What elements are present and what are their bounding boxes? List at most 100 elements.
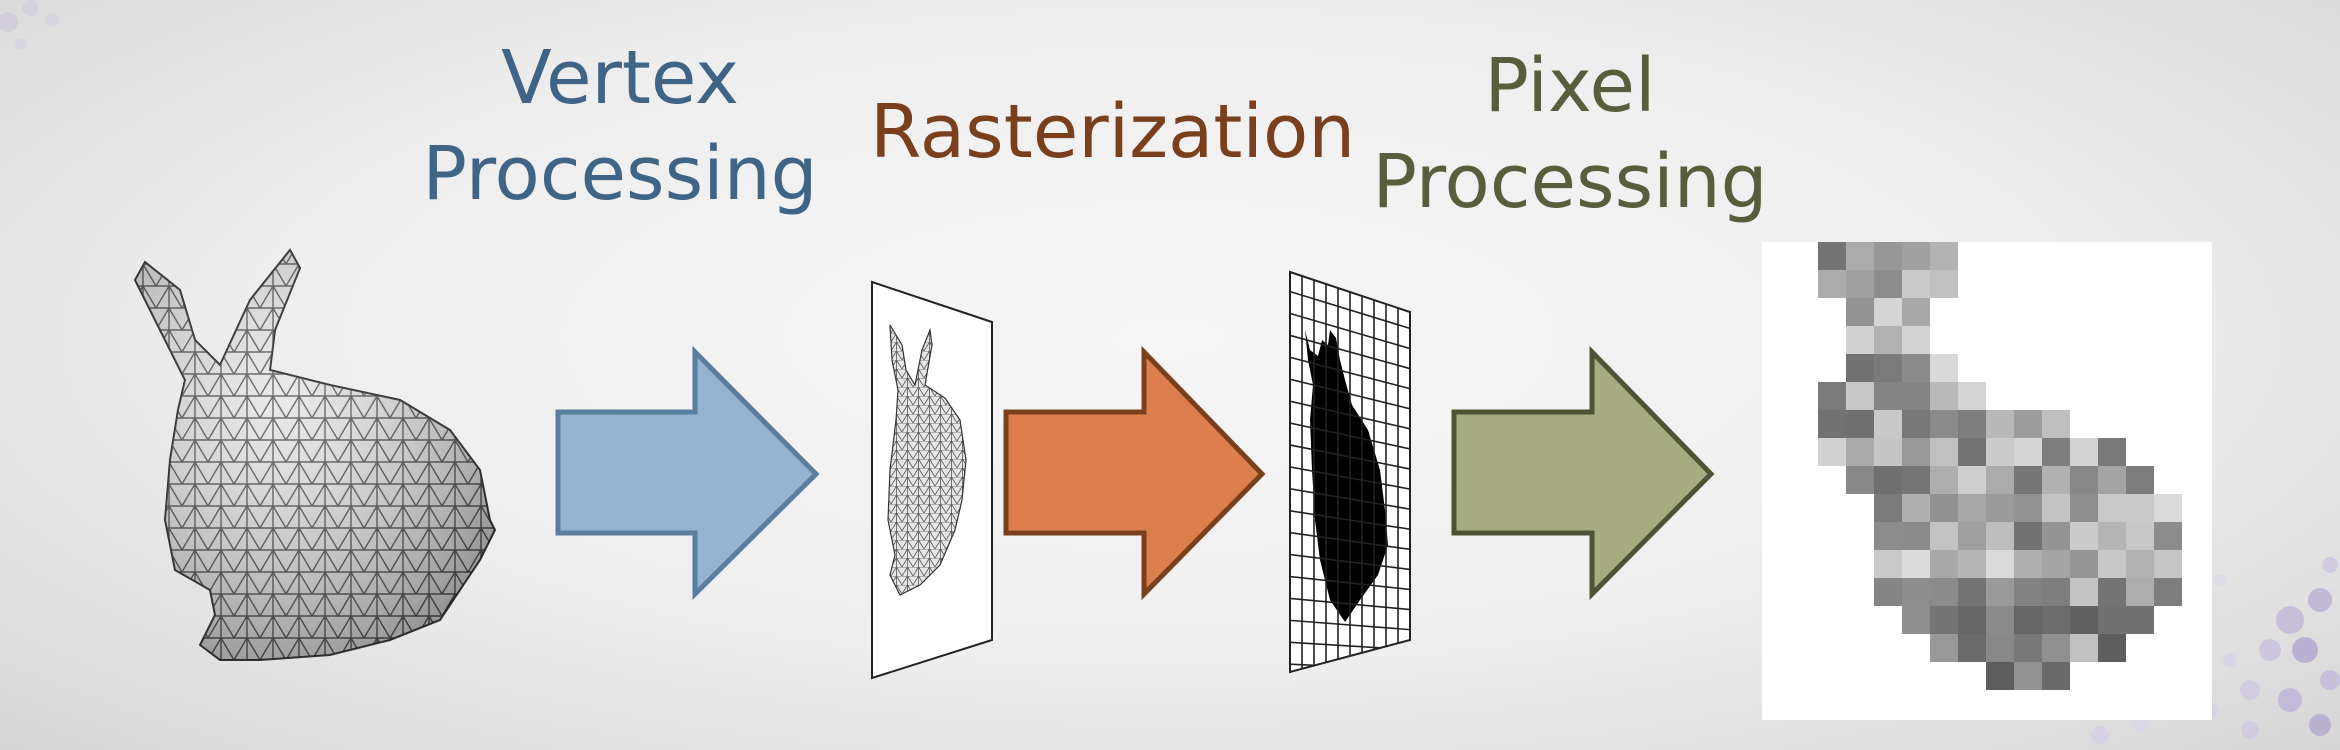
pixel-cell [1902,466,1930,494]
pixel-cell [1846,242,1874,270]
vertex-label-line1: Vertex [501,35,739,121]
pixel-cell [1874,298,1902,326]
pixelated-bunny-icon [1818,242,2182,690]
pixel-cell [1930,550,1958,578]
pixel-cell [1846,326,1874,354]
pixel-cell [1874,410,1902,438]
pixel-cell [1874,270,1902,298]
pixel-cell [1930,522,1958,550]
pixel-cell [2014,606,2042,634]
pixel-cell [2070,550,2098,578]
pixel-cell [1846,438,1874,466]
pixel-cell [1930,466,1958,494]
pixel-cell [1986,606,2014,634]
pixel-cell [2042,578,2070,606]
pixel-cell [2042,410,2070,438]
pixel-cell [1958,550,1986,578]
pixel-cell [2070,494,2098,522]
pixel-cell [1902,494,1930,522]
pixel-cell [1958,578,1986,606]
pixel-cell [2070,634,2098,662]
pixel-cell [1930,578,1958,606]
pixel-cell [1902,522,1930,550]
pixel-cell [2098,578,2126,606]
pixel-cell [2154,550,2182,578]
pixel-cell [1958,466,1986,494]
pixel-cell [1958,438,1986,466]
pixel-cell [2154,522,2182,550]
pixel-cell [2154,494,2182,522]
pixel-cell [1818,270,1846,298]
pixel-cell [1986,410,2014,438]
pixel-cell [1930,634,1958,662]
pixel-cell [2070,606,2098,634]
pixel-cell [2042,438,2070,466]
pixel-cell [2098,634,2126,662]
pixel-cell [1874,354,1902,382]
pixel-cell [2014,438,2042,466]
pixel-cell [1986,466,2014,494]
pixel-cell [2014,466,2042,494]
arrow-pixel-to-output [1451,345,1715,601]
pixel-cell [2126,606,2154,634]
pixel-cell [1846,298,1874,326]
pixel-cell [1874,550,1902,578]
pixel-cell [1874,438,1902,466]
pixel-cell [1930,382,1958,410]
pixel-cell [2098,606,2126,634]
pixel-cell [1986,522,2014,550]
pixel-cell [2098,438,2126,466]
pixel-cell [2014,550,2042,578]
pixel-cell [1986,634,2014,662]
stage-label-rasterization: Rasterization [870,84,1356,180]
pixel-cell [1958,522,1986,550]
pixel-cell [1902,354,1930,382]
pixel-cell [1818,438,1846,466]
vertex-label-line2: Processing [422,131,818,217]
pixel-cell [1874,494,1902,522]
pixel-cell [1958,410,1986,438]
pixel-cell [1902,438,1930,466]
pixel-cell [2014,662,2042,690]
bunny-wireframe-mesh-icon [133,248,497,661]
pixel-cell [2042,550,2070,578]
pixel-cell [2126,578,2154,606]
pixel-cell [2154,578,2182,606]
raster-label-line1: Rasterization [870,89,1356,175]
pixel-cell [1986,662,2014,690]
pixel-cell [1958,382,1986,410]
pixel-cell [1846,382,1874,410]
pixel-cell [1874,382,1902,410]
rasterized-grid-icon [1289,270,1411,674]
pixel-cell [2070,466,2098,494]
pixel-cell [2014,410,2042,438]
pixel-cell [2014,634,2042,662]
pixel-cell [1930,438,1958,466]
pixel-cell [1902,550,1930,578]
pixel-cell [1958,634,1986,662]
pixel-cell [1902,410,1930,438]
pixel-cell [2126,522,2154,550]
pixel-cell [1818,410,1846,438]
stage-label-vertex-processing: Vertex Processing [420,30,820,222]
pixel-cell [1818,382,1846,410]
pixel-cell [1930,410,1958,438]
pixel-cell [1930,270,1958,298]
pixel-label-line2: Processing [1372,139,1768,225]
pixel-cell [1846,270,1874,298]
pixel-cell [1846,354,1874,382]
pixel-cell [1902,606,1930,634]
pixel-label-line1: Pixel [1484,43,1656,129]
pixel-cell [2042,494,2070,522]
pixel-cell [2042,606,2070,634]
pixel-cell [2042,466,2070,494]
pixel-cell [2042,662,2070,690]
pixel-cell [2014,494,2042,522]
pixel-cell [1930,354,1958,382]
pixel-cell [1986,578,2014,606]
pixel-cell [1902,270,1930,298]
pixel-cell [2014,522,2042,550]
pixel-cell [1874,578,1902,606]
